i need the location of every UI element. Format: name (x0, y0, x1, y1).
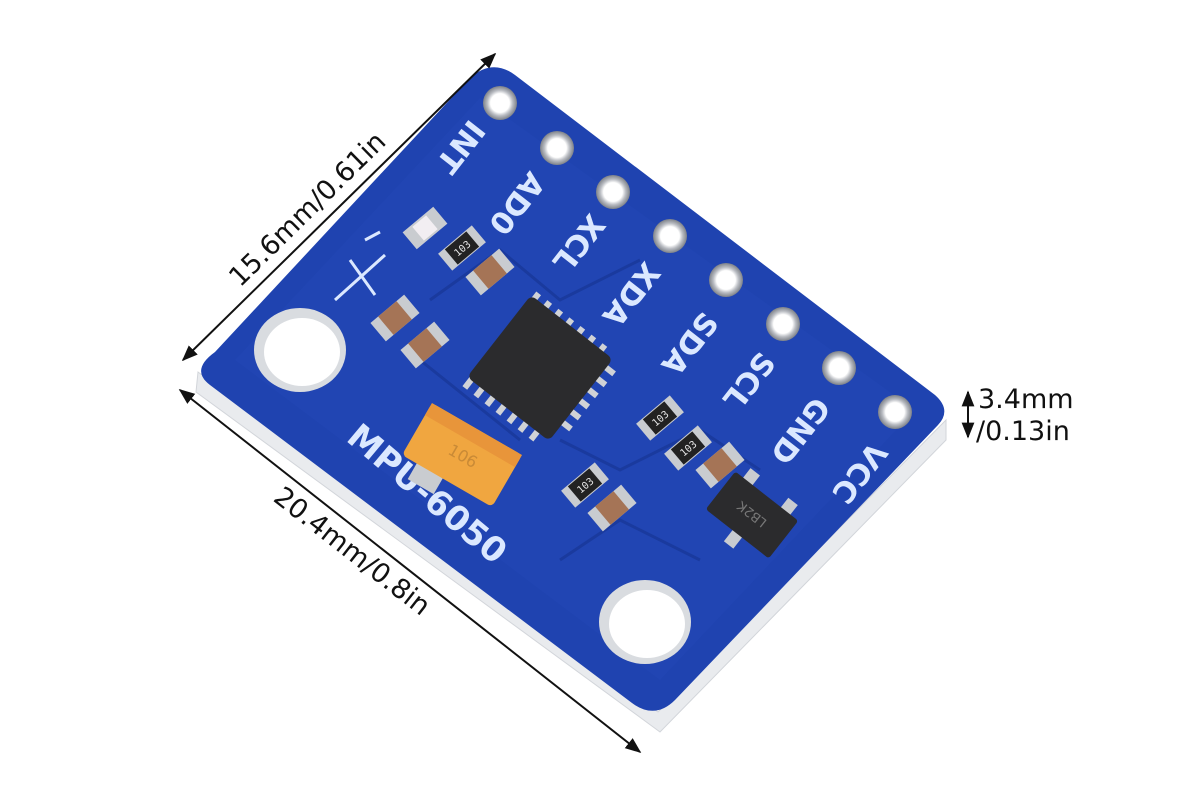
thickness-label-in: /0.13in (976, 416, 1070, 447)
smd-capacitor (695, 441, 745, 489)
voltage-regulator: LB2K (706, 468, 798, 558)
smd-resistor: 103 (636, 395, 684, 441)
length-dimension-line (178, 389, 642, 753)
thickness-label-mm: 3.4mm (978, 384, 1074, 415)
width-dimension-line (181, 52, 497, 362)
smd-resistor: 103 (664, 425, 712, 471)
